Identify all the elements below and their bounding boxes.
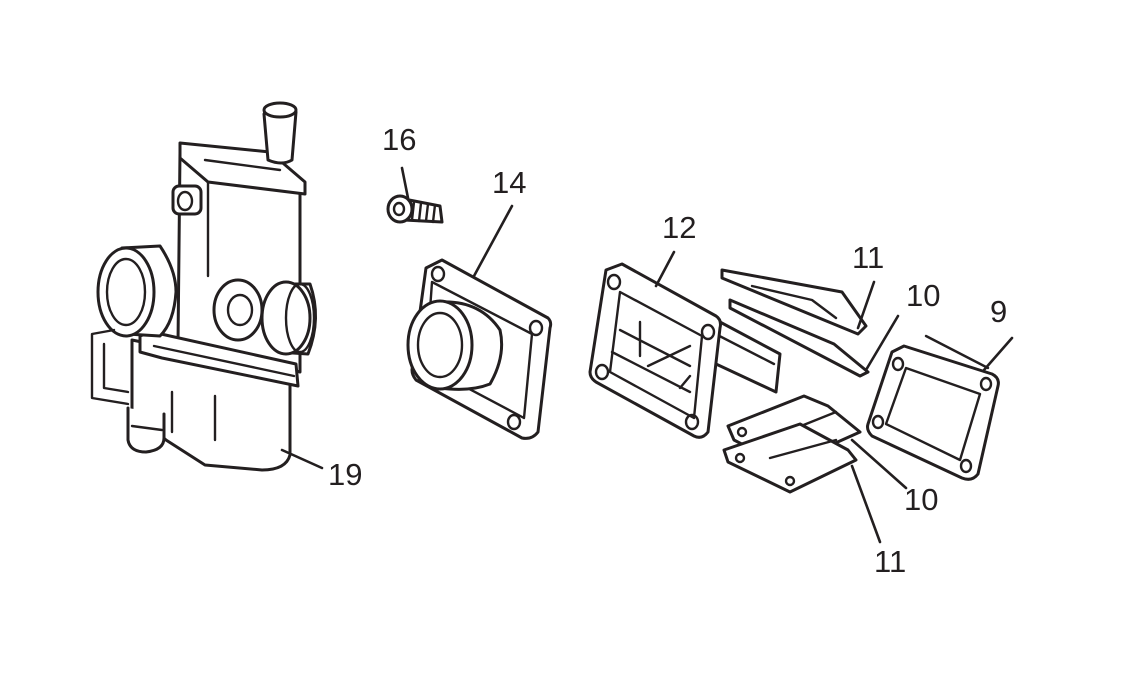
reed-petal-upper-part-11 bbox=[720, 268, 868, 336]
reed-block-part-12 bbox=[588, 262, 782, 439]
callout-11-bottom: 11 bbox=[874, 544, 906, 579]
leader-10-bottom bbox=[850, 438, 908, 490]
leader-14 bbox=[472, 204, 514, 278]
callout-11-top: 11 bbox=[852, 240, 884, 275]
callout-16: 16 bbox=[382, 122, 416, 157]
carburetor-part-19 bbox=[90, 101, 318, 472]
reed-stopper-upper-part-10 bbox=[728, 298, 870, 378]
callout-10-top: 10 bbox=[906, 278, 940, 313]
leader-10-top bbox=[864, 314, 900, 372]
leader-11-bottom bbox=[850, 464, 882, 544]
leader-11-top bbox=[856, 280, 876, 330]
reed-petal-lower-part-11 bbox=[722, 422, 858, 494]
callout-19: 19 bbox=[328, 457, 362, 492]
callout-12: 12 bbox=[662, 210, 696, 245]
leader-12 bbox=[654, 250, 676, 288]
leader-lines bbox=[280, 166, 1014, 544]
gasket-part-9 bbox=[866, 334, 1000, 481]
screw-part-16 bbox=[386, 194, 444, 224]
callout-9: 9 bbox=[990, 294, 1007, 329]
intake-manifold-part-14 bbox=[406, 258, 553, 440]
callout-10-bottom: 10 bbox=[904, 482, 938, 517]
leader-16 bbox=[400, 166, 410, 200]
leader-19 bbox=[280, 448, 324, 470]
leader-9 bbox=[982, 336, 1014, 372]
callout-14: 14 bbox=[492, 165, 526, 200]
